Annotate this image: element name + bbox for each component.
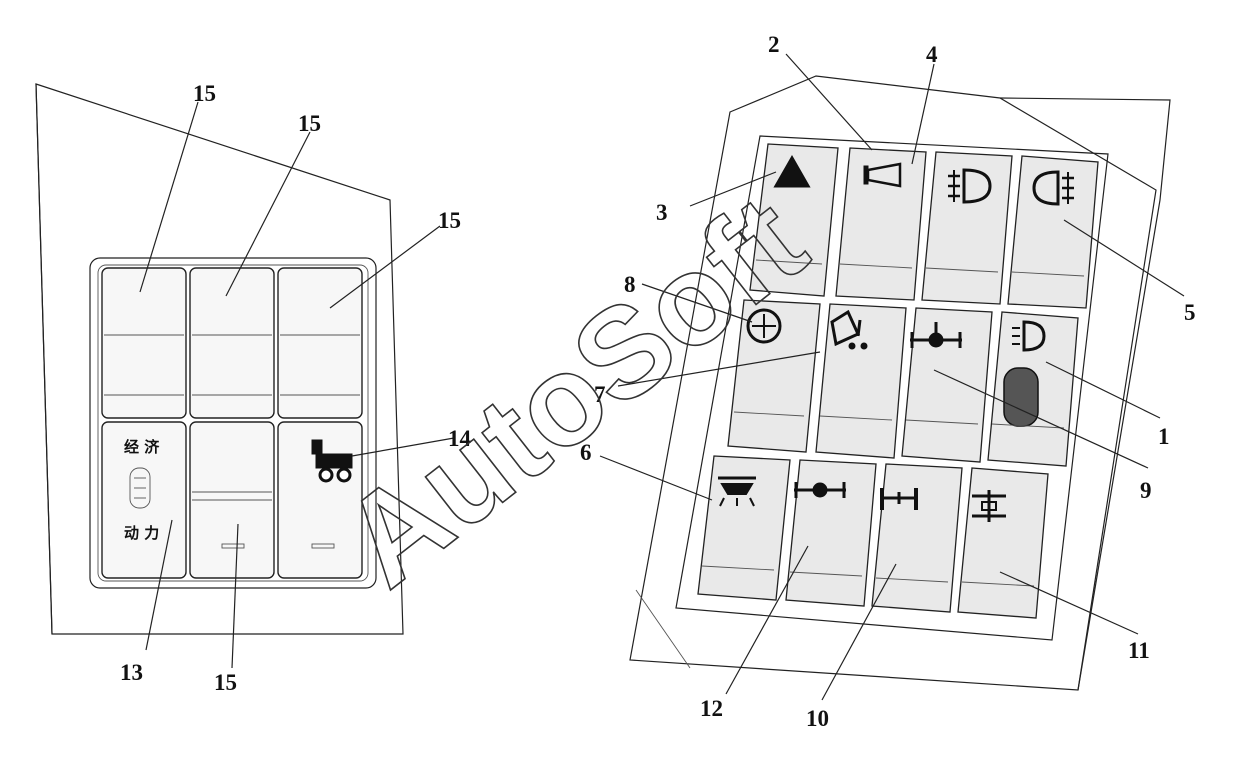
selector-knob xyxy=(129,467,151,509)
callout-5: 5 xyxy=(1184,300,1196,325)
callout-15-a: 15 xyxy=(193,81,216,106)
switch-7-trailer-brake xyxy=(815,303,907,459)
switch-11-cab-lock xyxy=(957,467,1049,619)
callout-1: 1 xyxy=(1158,424,1170,449)
work-light-icon xyxy=(718,476,756,507)
callout-2: 2 xyxy=(768,32,780,57)
switch-10-axle-lock xyxy=(871,463,963,613)
right-switch-frame xyxy=(675,135,1109,641)
callout-6: 6 xyxy=(580,440,592,465)
left-switch-frame xyxy=(89,257,377,589)
left-switch-panel: 经 济 动 力 xyxy=(35,83,404,635)
power-label: 动 力 xyxy=(124,524,159,542)
switch-15-top-middle xyxy=(189,267,275,419)
switch-5-rear-fog xyxy=(1007,155,1099,309)
callout-14: 14 xyxy=(448,426,472,451)
wheel-diff-lock-icon xyxy=(746,308,782,344)
switch-1-headlamp-level xyxy=(987,311,1079,467)
callout-9: 9 xyxy=(1140,478,1152,503)
switch-14-pto xyxy=(277,421,363,579)
callout-15-c: 15 xyxy=(438,208,461,233)
cab-lock-icon xyxy=(972,490,1006,522)
callout-3: 3 xyxy=(656,200,668,225)
horn-icon xyxy=(863,162,902,188)
headlamp-leveling-icon xyxy=(1012,320,1046,352)
left-panel-edge xyxy=(35,83,53,635)
rear-fog-light-icon xyxy=(1032,170,1074,206)
left-switch-frame-inner xyxy=(97,264,369,582)
right-panel-outline xyxy=(629,75,1157,691)
axle-lock-icon xyxy=(880,488,918,510)
switch-6-work-light xyxy=(697,455,791,601)
right-panel-side xyxy=(999,97,1171,691)
switch-8-diff-lock-wheel xyxy=(727,299,821,453)
switch-9-axle-diff-lock xyxy=(901,307,993,463)
callout-11: 11 xyxy=(1128,638,1150,663)
front-fog-light-icon xyxy=(948,168,992,204)
callout-15-b: 15 xyxy=(298,111,321,136)
callout-8: 8 xyxy=(624,272,636,297)
callout-numbers: 15 15 15 15 13 14 2 4 3 5 8 7 1 9 6 11 1… xyxy=(120,32,1196,731)
callout-4: 4 xyxy=(926,42,938,67)
axle-diff-lock-icon xyxy=(910,322,962,348)
pto-icon xyxy=(311,439,353,483)
economy-label: 经 济 xyxy=(124,438,160,456)
callout-12: 12 xyxy=(700,696,723,721)
switch-15-top-right xyxy=(277,267,363,419)
leader-lines xyxy=(139,53,1185,701)
callout-13: 13 xyxy=(120,660,143,685)
callout-15-d: 15 xyxy=(214,670,237,695)
switch-13-economy-power xyxy=(101,421,187,579)
switch-15-bottom-middle xyxy=(189,421,275,579)
inter-axle-lock-icon xyxy=(794,482,846,498)
switch-2-horn xyxy=(835,147,927,301)
switch-3-hazard xyxy=(749,143,839,297)
switch-4-front-fog xyxy=(921,151,1013,305)
right-switch-panel xyxy=(629,75,1171,691)
callout-10: 10 xyxy=(806,706,829,731)
switch-15-top-left xyxy=(101,267,187,419)
thumbwheel xyxy=(1003,367,1039,427)
right-panel-corner xyxy=(635,589,691,669)
trailer-brake-icon xyxy=(830,309,868,350)
callout-7: 7 xyxy=(594,382,606,407)
switch-12-inter-axle-lock xyxy=(785,459,877,607)
